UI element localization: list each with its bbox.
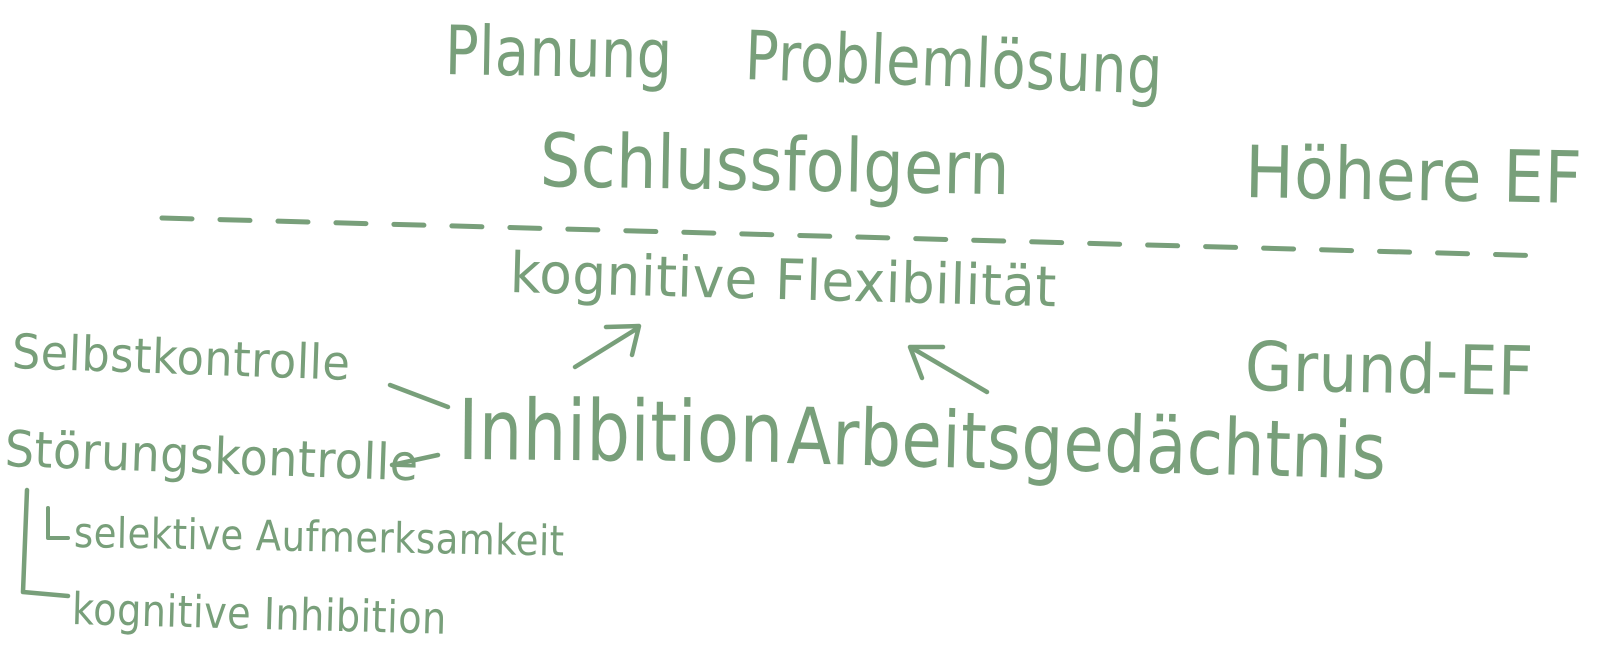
schlussfolgern-label: Schlussfolgern [539, 118, 1011, 213]
arrowhead-inhibition-to-flexibility [603, 323, 642, 358]
arrowhead-working-memory-to-flexibility [907, 344, 946, 381]
planung-label: Planung [444, 12, 674, 95]
selektive-aufmerksamkeit-label: selektive Aufmerksamkeit [73, 508, 566, 566]
hoehere-ef-label: Höhere EF [1244, 130, 1583, 220]
selbstkontrolle-label: Selbstkontrolle [11, 324, 352, 392]
stoerungskontrolle-label: Störungskontrolle [3, 420, 420, 493]
problemloesung-label: Problemlösung [743, 17, 1165, 111]
kognitive-flexibilitaet-label: kognitive Flexibilität [509, 241, 1058, 321]
arbeitsgedaechtnis-label: Arbeitsgedächtnis [785, 392, 1388, 498]
bracket-stoerungskontrolle-children [20, 487, 71, 599]
kognitive-inhibition-label: kognitive Inhibition [71, 584, 448, 645]
tick-selektive-aufmerksamkeit [46, 506, 70, 540]
arrow-inhibition-to-flexibility [572, 325, 641, 370]
inhibition-label: Inhibition [457, 381, 785, 482]
connector-selbstkontrolle-inhibition [387, 382, 451, 410]
grund-ef-label: Grund-EF [1244, 328, 1535, 413]
arrow-working-memory-to-flexibility [909, 345, 990, 395]
